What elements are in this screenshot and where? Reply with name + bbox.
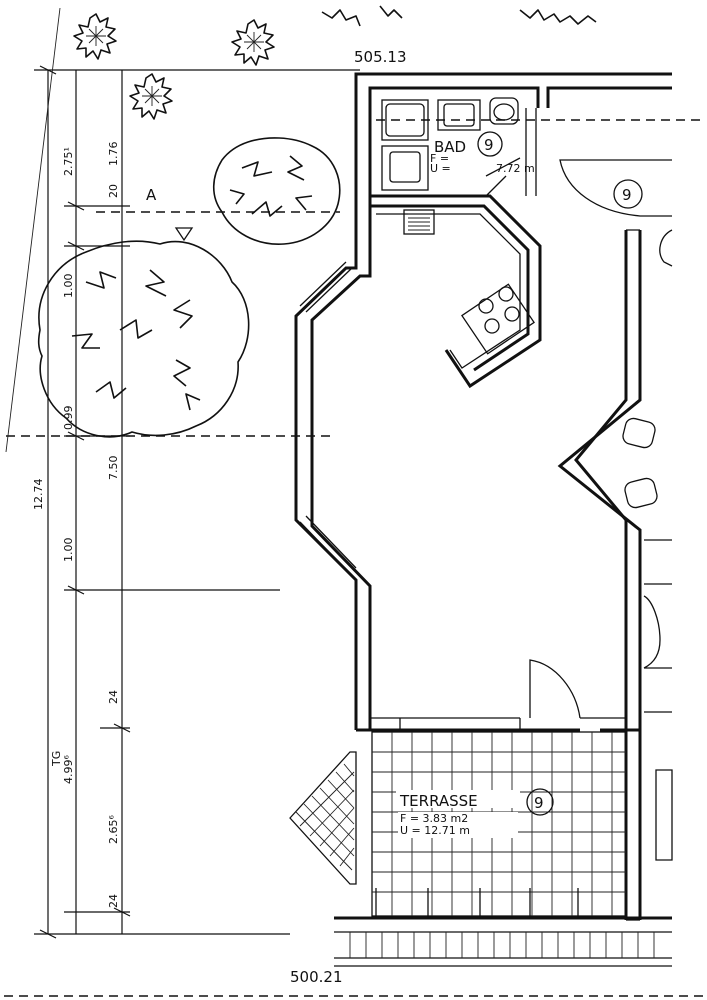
- terrace-label: TERRASSE: [399, 792, 478, 810]
- dimension-499: 4.99⁶: [62, 755, 75, 784]
- terrace-number-circle: [526, 788, 554, 816]
- room-number-circle: [613, 179, 643, 209]
- dimension-chain: [5, 7, 360, 939]
- terrace-railing: [334, 888, 672, 967]
- bath-area-u-prefix: U =: [430, 162, 451, 175]
- bath-label: BAD: [434, 138, 466, 156]
- dimension-750: 7.50: [107, 456, 120, 481]
- right-room-fixture: [643, 539, 673, 861]
- door-swing: [559, 159, 672, 217]
- right-room-fixture: [659, 229, 673, 267]
- chair-icon: [624, 477, 658, 509]
- chair-icon: [622, 417, 656, 449]
- dimension-outer: 12.74: [32, 479, 45, 511]
- terrace-number: 9: [534, 794, 544, 812]
- shrub-icon: [129, 73, 173, 120]
- tree-branch-icon: [229, 155, 313, 217]
- terrace-door-swing: [529, 659, 581, 719]
- shrub-icon: [73, 13, 117, 60]
- dimension-100a: 1.00: [62, 274, 75, 299]
- level-top: 505.13: [354, 48, 407, 66]
- dimension-099: 0.99: [62, 406, 75, 431]
- dimension-265: 2.65⁶: [107, 815, 120, 844]
- terrace-label-bg: [396, 790, 520, 808]
- dimension-24a: 24: [107, 690, 120, 704]
- bath-area-u-value: 7.72 m: [496, 162, 535, 175]
- dimension-tg: TG: [50, 751, 63, 767]
- terrace-area-f: F = 3.83 m2: [400, 812, 468, 825]
- building-walls: [294, 72, 672, 921]
- level-bottom: 500.21: [290, 968, 343, 986]
- bath-door-swing: [485, 157, 521, 197]
- stair-hatch: [289, 751, 357, 885]
- dimension-100b: 1.00: [62, 538, 75, 563]
- dimension-176: 1.76: [107, 142, 120, 167]
- tree-icon: [37, 240, 250, 438]
- terrace-area-u: U = 12.71 m: [400, 824, 470, 837]
- bath-number-circle: [477, 131, 503, 157]
- tree-branch-icon: [71, 269, 201, 411]
- terrace-area-bg: [398, 812, 518, 838]
- section-marker-label: A: [146, 186, 157, 204]
- bath-number: 9: [484, 136, 494, 154]
- dimension-275: 2.75¹: [62, 147, 75, 176]
- section-arrow-icon: [174, 227, 194, 242]
- bath-fixtures: [381, 97, 519, 191]
- dimension-20: 20: [107, 184, 120, 198]
- dimension-24b: 24: [107, 894, 120, 908]
- kitchen-counter: [376, 209, 535, 369]
- right-room-number: 9: [622, 186, 632, 204]
- shrub-edge-icon: [321, 5, 597, 27]
- shrub-icon: [231, 19, 275, 66]
- bath-area-f-prefix: F =: [430, 152, 449, 165]
